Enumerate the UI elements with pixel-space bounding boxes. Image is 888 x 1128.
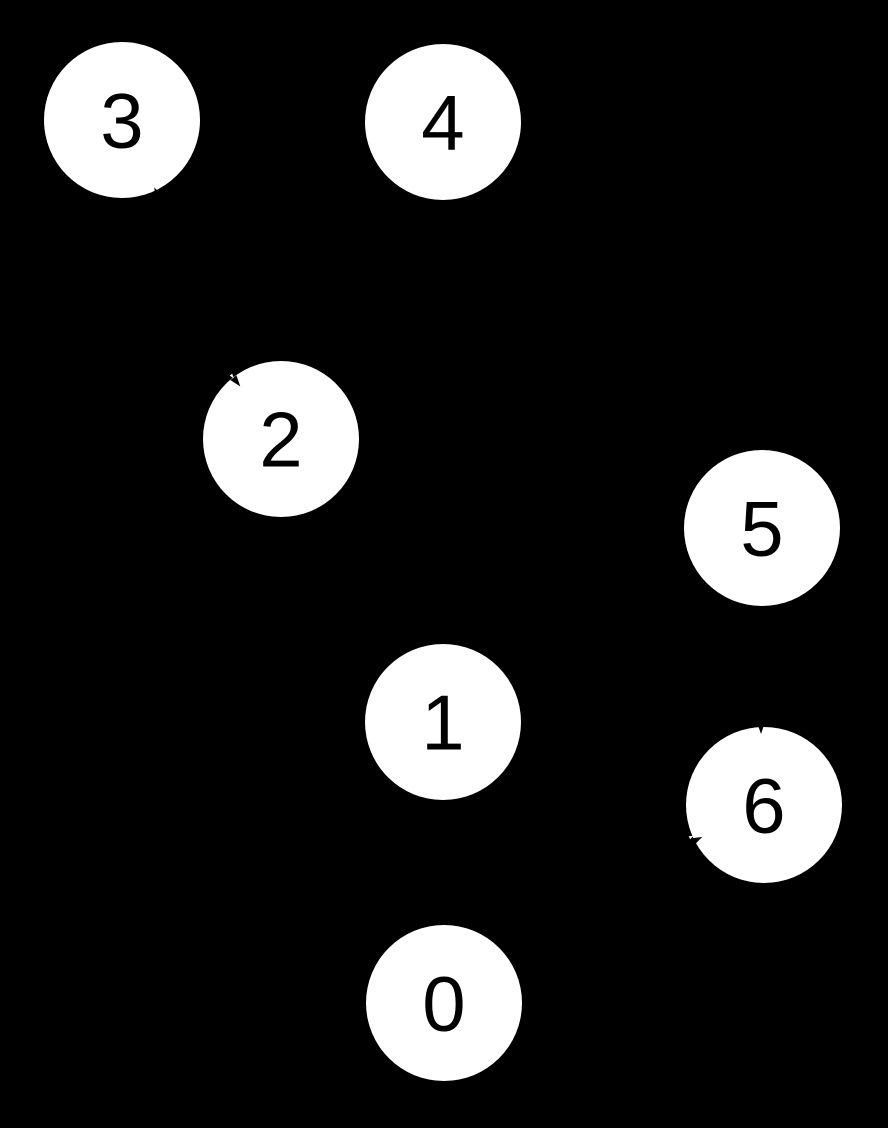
artifacts-layer [154, 187, 765, 985]
node-label: 2 [259, 395, 302, 483]
graph-node [686, 727, 842, 883]
node-label: 4 [421, 78, 464, 166]
node-label: 1 [421, 678, 464, 766]
node-label: 3 [100, 76, 143, 164]
graph-node [44, 42, 200, 198]
edge-arrowhead-artifact [229, 373, 234, 379]
nodes-layer: 3 4 2 5 1 6 0 [44, 42, 842, 1081]
node-label: 5 [740, 484, 783, 572]
edge-arrowhead-artifact [688, 835, 694, 840]
edge-arrowhead-artifact [757, 722, 765, 734]
graph-node [365, 44, 521, 200]
node-label: 0 [422, 959, 465, 1047]
edge-arrowhead-artifact [230, 375, 241, 387]
graph-node [366, 925, 522, 1081]
node-label: 6 [742, 761, 785, 849]
edge-arrowhead-artifact [690, 836, 703, 846]
graph-node [203, 361, 359, 517]
edge-arrowhead-artifact [510, 979, 519, 985]
graph-node [684, 450, 840, 606]
graph-node [365, 644, 521, 800]
edge-arrowhead-artifact [154, 187, 160, 195]
